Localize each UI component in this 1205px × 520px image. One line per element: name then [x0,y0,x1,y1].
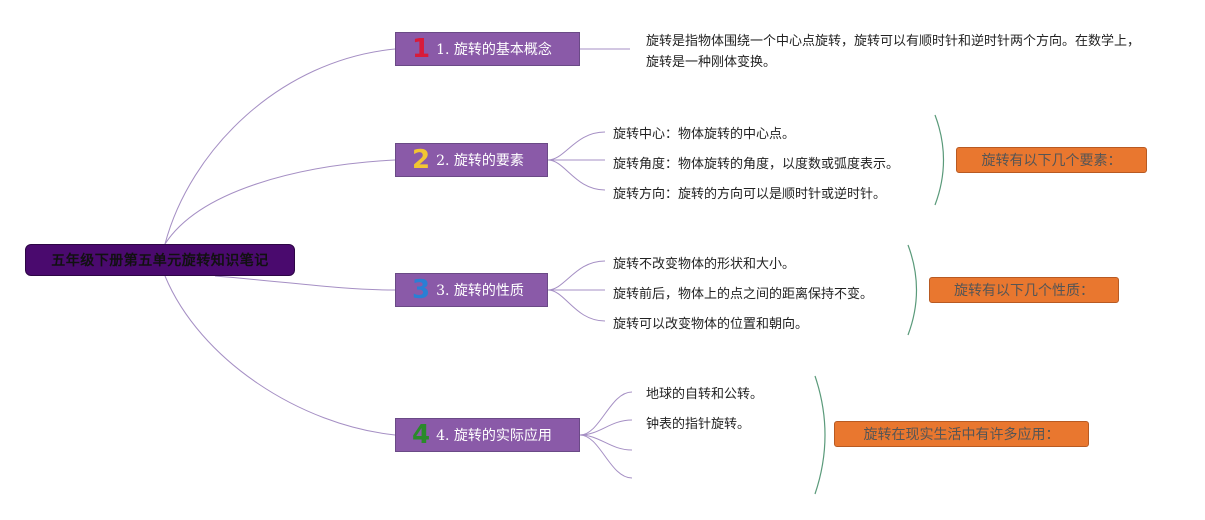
connector-branch-4-leaf-4 [579,434,633,479]
branch-3-leaf-1[interactable]: 旋转不改变物体的形状和大小。 [613,257,796,272]
branch-4-leaf-2[interactable]: 钟表的指针旋转。 [646,417,751,432]
branch-3-summary[interactable]: 旋转有以下几个性质： [929,277,1119,303]
branch-2-leaf-1[interactable]: 旋转中心：物体旋转的中心点。 [613,127,796,142]
branch-3-leaf-2[interactable]: 旋转前后，物体上的点之间的距离保持不变。 [613,287,874,302]
branch-2-summary[interactable]: 旋转有以下几个要素： [956,147,1147,173]
connector-branch-4-leaf-2 [579,419,633,436]
bracket-branch-2 [934,114,945,206]
branch-3-node[interactable]: 3 3. 旋转的性质 [395,273,548,307]
root-topic-label: 五年级下册第五单元旋转知识笔记 [51,253,269,269]
branch-4-number-icon: 4 [412,420,431,450]
branch-1-number-icon: 1 [412,34,431,64]
branch-4-leaf-1[interactable]: 地球的自转和公转。 [646,387,764,402]
connector-branch-2-leaf-1 [547,131,606,161]
connector-branch-3-leaf-3 [547,289,606,322]
branch-1-leaf-1[interactable]: 旋转是指物体围绕一个中心点旋转，旋转可以有顺时针和逆时针两个方向。在数学上，旋转… [646,34,1141,70]
branch-1-node[interactable]: 1 1. 旋转的基本概念 [395,32,580,66]
branch-3-number-icon: 3 [412,275,431,305]
branch-3-summary-label: 旋转有以下几个性质： [954,283,1094,299]
connector-root-branch-3 [214,275,396,291]
branch-4-summary-label: 旋转在现实生活中有许多应用： [863,427,1060,443]
branch-1-label: 1. 旋转的基本概念 [436,42,552,58]
branch-2-leaf-2[interactable]: 旋转角度：物体旋转的角度，以度数或弧度表示。 [613,157,900,172]
connector-branch-4-leaf-1 [579,391,633,436]
bracket-branch-4 [814,375,826,495]
bracket-branch-3 [907,244,918,336]
branch-4-label: 4. 旋转的实际应用 [436,428,552,444]
connector-root-branch-2 [164,159,396,245]
branch-4-node[interactable]: 4 4. 旋转的实际应用 [395,418,580,452]
branch-2-label: 2. 旋转的要素 [436,153,524,169]
connector-branch-2-leaf-3 [547,159,606,191]
connector-root-branch-1 [164,48,396,245]
branch-2-leaf-3[interactable]: 旋转方向：旋转的方向可以是顺时针或逆时针。 [613,187,887,202]
branch-4-summary[interactable]: 旋转在现实生活中有许多应用： [834,421,1089,447]
connector-root-branch-4 [164,275,396,436]
root-topic[interactable]: 五年级下册第五单元旋转知识笔记 [25,244,295,276]
branch-3-leaf-3[interactable]: 旋转可以改变物体的位置和朝向。 [613,317,809,332]
connector-branch-3-leaf-1 [547,260,606,291]
branch-2-number-icon: 2 [412,145,431,175]
branch-3-label: 3. 旋转的性质 [436,283,524,299]
branch-2-summary-label: 旋转有以下几个要素： [981,153,1122,169]
branch-2-node[interactable]: 2 2. 旋转的要素 [395,143,548,177]
